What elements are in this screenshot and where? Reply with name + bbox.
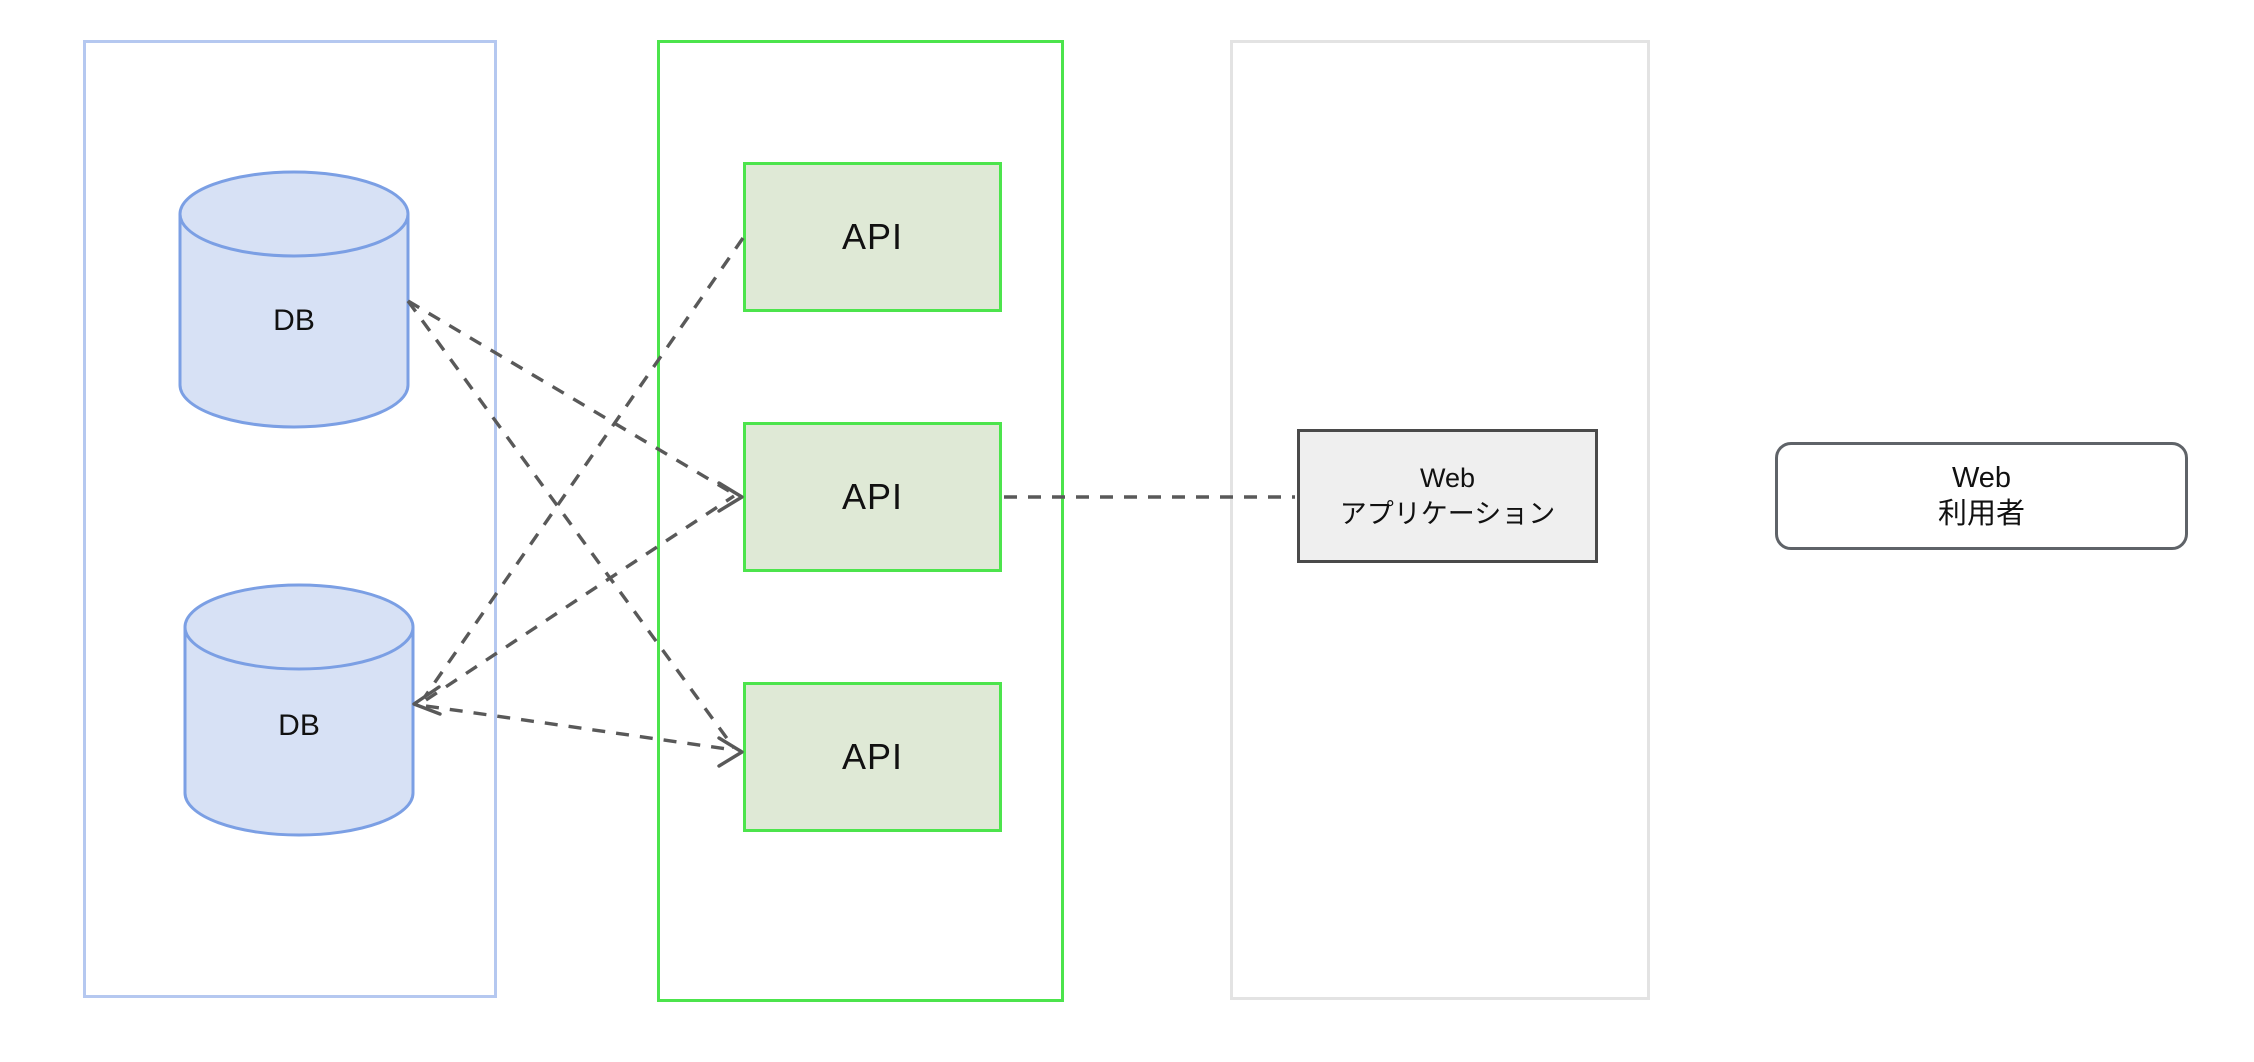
api1-label: API (841, 216, 904, 257)
webuser-node: Web 利用者 (1775, 442, 2188, 550)
webapp-tier-container (1230, 40, 1650, 1000)
db1-label: DB (273, 304, 315, 337)
api3-label: API (841, 736, 904, 777)
webapp-label-line1: Web (1419, 462, 1476, 493)
api3-node: API (743, 682, 1002, 832)
api2-label: API (841, 476, 904, 517)
webapp-label-line2: アプリケーション (1339, 499, 1556, 529)
api2-node: API (743, 422, 1002, 572)
db2-label: DB (278, 709, 320, 742)
webapp-node: Web アプリケーション (1297, 429, 1598, 563)
db-tier-container (83, 40, 497, 998)
webuser-label-line1: Web (1951, 461, 2012, 494)
webuser-label-line2: 利用者 (1937, 498, 2025, 530)
api1-node: API (743, 162, 1002, 312)
